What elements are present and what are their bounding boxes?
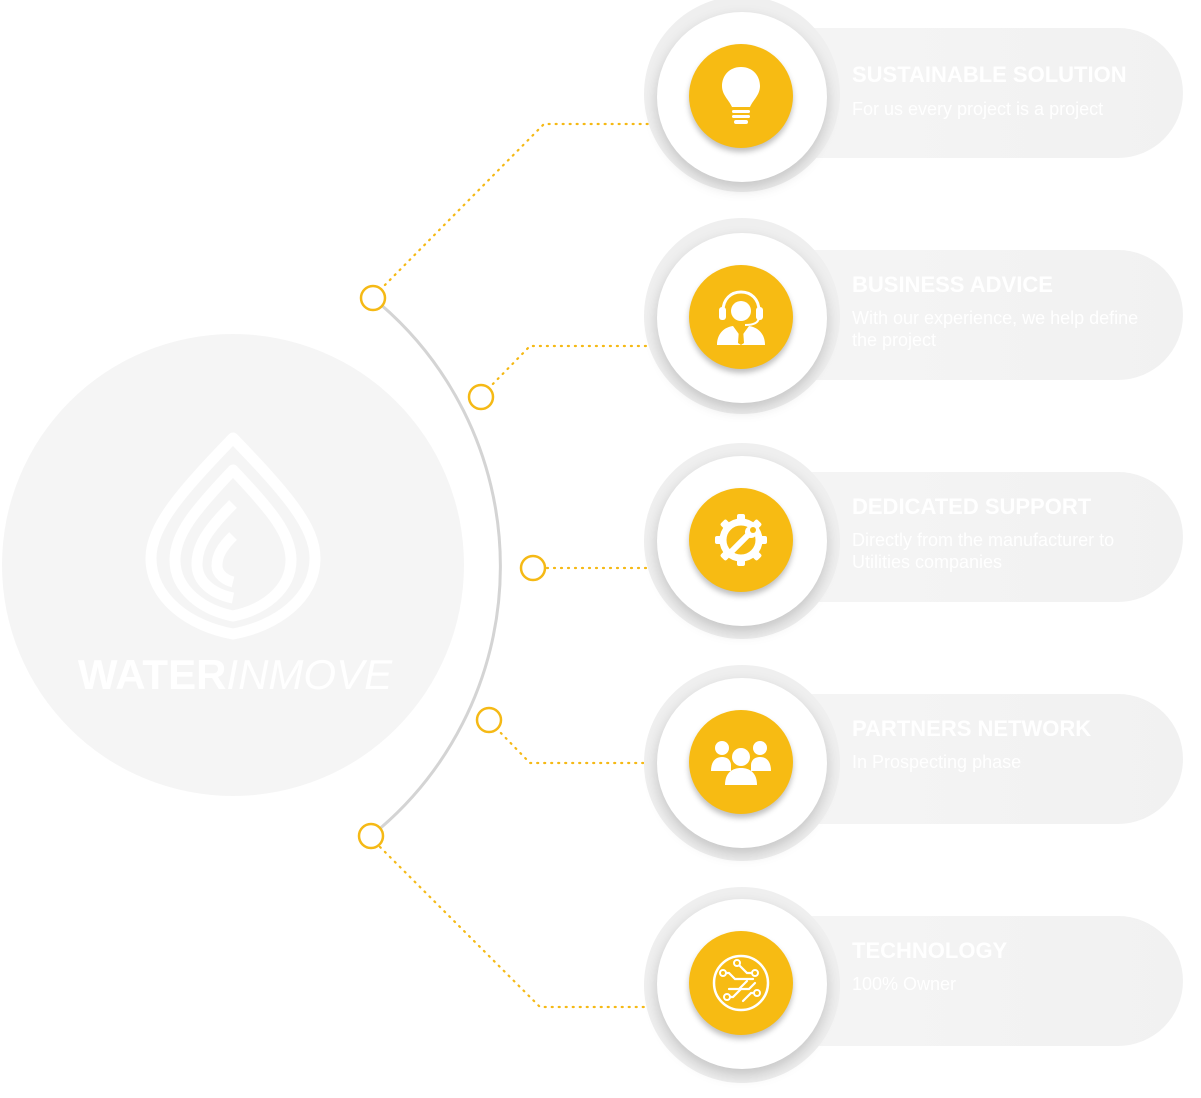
feature-description: For us every project is a project — [852, 99, 1104, 119]
connector-line-4 — [494, 726, 664, 765]
icon-ring — [657, 12, 827, 182]
icon-disc — [689, 710, 793, 814]
icon-ring — [657, 678, 827, 848]
feature-description: In Prospecting phase — [852, 752, 1022, 772]
icon-disc — [689, 931, 793, 1035]
feature-title: DEDICATED SUPPORT — [852, 494, 1092, 519]
icon-ring — [657, 233, 827, 403]
group-people-icon — [711, 741, 771, 785]
connector-node-1 — [359, 284, 387, 312]
connector-line-1 — [378, 122, 664, 292]
feature-description: Directly from the manufacturer to Utilit… — [852, 530, 1115, 572]
brand-wordmark: WATERINMOVE — [40, 651, 430, 699]
connector-arc — [370, 296, 502, 838]
feature-description: 100% Owner — [852, 974, 957, 994]
icon-ring — [657, 456, 827, 626]
connector-line-2 — [486, 344, 664, 391]
connector-node-3 — [519, 554, 547, 582]
connector-node-5 — [357, 822, 385, 850]
connector-line-5 — [378, 845, 664, 1009]
gear-wrench-icon — [715, 514, 767, 566]
icon-ring — [657, 899, 827, 1069]
feature-title: TECHNOLOGY — [852, 938, 1008, 963]
brand-name-light: INMOVE — [226, 651, 393, 698]
water-drop-logo-icon — [145, 432, 321, 640]
headset-agent-icon — [717, 290, 765, 345]
feature-title: BUSINESS ADVICE — [852, 272, 1053, 297]
brand-logo-circle — [2, 334, 464, 796]
connector-node-4 — [475, 706, 503, 734]
icon-disc — [689, 44, 793, 148]
circuit-chip-icon — [712, 954, 770, 1012]
feature-description: With our experience, we help define the … — [852, 308, 1139, 350]
icon-disc — [689, 265, 793, 369]
connector-node-2 — [467, 383, 495, 411]
feature-title: SUSTAINABLE SOLUTION — [852, 62, 1127, 87]
brand-name-bold: WATER — [77, 651, 227, 698]
lightbulb-icon — [722, 67, 760, 124]
icon-disc — [689, 488, 793, 592]
feature-title: PARTNERS NETWORK — [852, 716, 1092, 741]
